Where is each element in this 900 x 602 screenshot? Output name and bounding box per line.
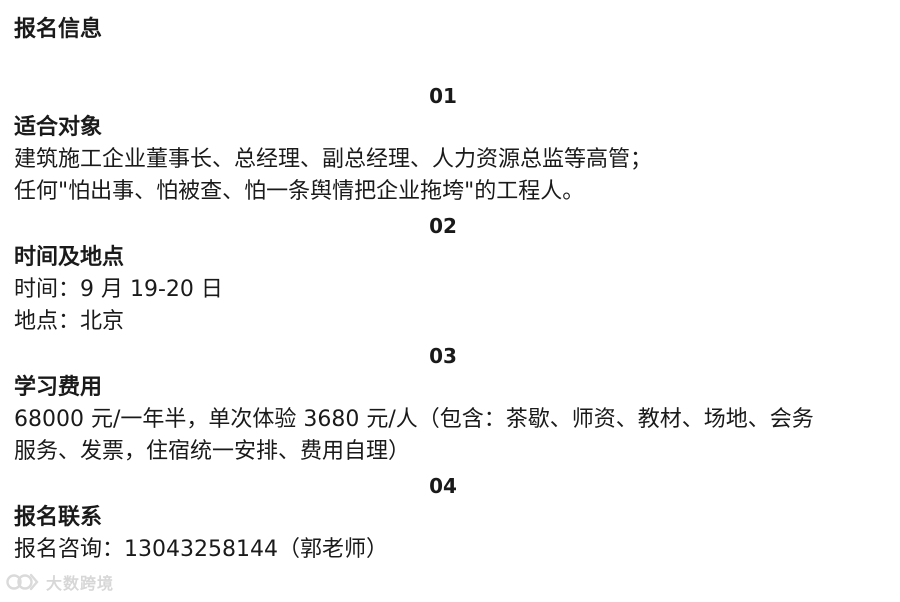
watermark-text: 大数跨境	[46, 574, 115, 593]
section-text-line: 服务、发票，住宿统一安排、费用自理）	[14, 439, 411, 464]
section-heading-audience: 适合对象	[14, 115, 103, 140]
section-heading-time-place: 时间及地点	[14, 245, 125, 270]
section-number-03: 03	[429, 344, 457, 368]
section-text-line: 建筑施工企业董事长、总经理、副总经理、人力资源总监等高管；	[14, 147, 653, 172]
section-number-01: 01	[429, 84, 457, 108]
section-number-02: 02	[429, 214, 457, 238]
section-text-line: 地点：北京	[14, 309, 125, 334]
section-text-line: 任何"怕出事、怕被查、怕一条舆情把企业拖垮"的工程人。	[14, 179, 585, 204]
section-heading-fees: 学习费用	[14, 375, 103, 400]
section-text-line: 报名咨询：13043258144（郭老师）	[14, 537, 388, 562]
brand-logo-icon	[6, 571, 40, 593]
document-title: 报名信息	[14, 17, 103, 42]
section-heading-contact: 报名联系	[14, 505, 103, 530]
section-text-line: 时间：9 月 19-20 日	[14, 277, 223, 302]
section-number-04: 04	[429, 474, 457, 498]
watermark: 大数跨境	[6, 568, 114, 596]
section-text-line: 68000 元/一年半，单次体验 3680 元/人（包含：茶歇、师资、教材、场地…	[14, 407, 814, 432]
